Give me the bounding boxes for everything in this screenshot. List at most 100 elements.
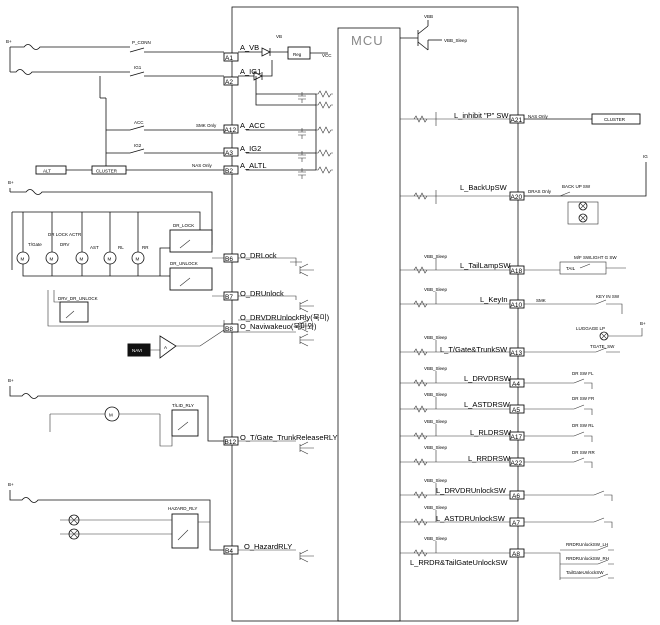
hazard-lamps bbox=[68, 514, 80, 540]
lock-actuator-motors: M M M M M bbox=[16, 251, 145, 265]
bplus-tlid: B+ bbox=[8, 378, 14, 383]
alt-box bbox=[35, 165, 67, 175]
alt-label: ALT bbox=[43, 169, 51, 174]
ig-right-label: IG bbox=[643, 154, 648, 159]
backup-sw-label: BACK UP SW bbox=[562, 184, 591, 189]
pconn-switch bbox=[129, 47, 145, 53]
output-driver-transistors bbox=[238, 257, 314, 563]
dras-only-label: DRAS Only bbox=[528, 189, 552, 194]
dr-unlock-label: DR_UNLOCK bbox=[170, 261, 198, 266]
signal-l-rldrsw: L_RLDRSW bbox=[470, 428, 512, 437]
pin-a7: A7 bbox=[512, 520, 520, 527]
pin-a2: A2 bbox=[225, 79, 233, 86]
svg-text:VBB_Sleep: VBB_Sleep bbox=[424, 536, 448, 541]
fuse-dl bbox=[10, 189, 213, 245]
diode-vb bbox=[238, 47, 288, 57]
bplus-right: B+ bbox=[640, 321, 646, 326]
tlid-rly-label: T/LID_RLY bbox=[172, 403, 194, 408]
key-in-sw-label: KEY IN SW bbox=[596, 294, 620, 299]
fuse-1 bbox=[10, 44, 130, 50]
left-pin-boxes bbox=[223, 52, 239, 555]
svg-text:VBB_Sleep: VBB_Sleep bbox=[424, 419, 448, 424]
svg-text:DR SW RR: DR SW RR bbox=[572, 450, 595, 455]
signal-a-ig2: A_IG2 bbox=[240, 144, 261, 153]
nas-only-right: NAS Only bbox=[528, 114, 549, 119]
pin-b2: B2 bbox=[225, 168, 233, 175]
reg-label: Reg bbox=[293, 52, 302, 57]
backup-lamps bbox=[567, 201, 599, 225]
mf-swlight-label: M/F SWLIGHT G SW bbox=[574, 255, 617, 260]
caps-left bbox=[298, 92, 306, 179]
tlid-relay bbox=[171, 409, 199, 437]
pin-a18: A18 bbox=[511, 268, 523, 275]
signal-a-altl: A_ALTL bbox=[240, 161, 267, 170]
pin-b7: B7 bbox=[225, 294, 233, 301]
pin-b4: B4 bbox=[225, 548, 233, 555]
navi-a-label: A bbox=[164, 345, 167, 350]
signal-a-ig1: A_IG1 bbox=[240, 67, 261, 76]
signal-l-drvdrunlocksw: L_DRVDRUnlockSW bbox=[436, 486, 507, 495]
pin-a4: A4 bbox=[512, 381, 520, 388]
pin-b12: B12 bbox=[225, 439, 237, 446]
signal-l-backupsw: L_BackUpSW bbox=[460, 183, 508, 192]
vb-label: VB bbox=[276, 34, 282, 39]
tail-label: TAIL bbox=[566, 266, 576, 271]
mcu-inner-block bbox=[337, 27, 401, 622]
svg-text:DR SW FL: DR SW FL bbox=[572, 371, 594, 376]
dr-lock-relay bbox=[169, 229, 213, 253]
pin-a3: A3 bbox=[225, 150, 233, 157]
diode-ig1 bbox=[238, 60, 273, 81]
nas-only-label: NAS Only bbox=[192, 163, 213, 168]
mcu-title: MCU bbox=[351, 33, 384, 48]
signal-l-rrdr-tailgate: L_RRDR&TailGateUnlockSW bbox=[410, 558, 508, 567]
svg-text:M: M bbox=[21, 257, 25, 262]
tgate-label: T/Gate bbox=[28, 242, 42, 247]
svg-text:M: M bbox=[109, 413, 113, 418]
smk-only-label: SMK Only bbox=[196, 123, 217, 128]
pin-b6: B6 bbox=[225, 256, 233, 263]
signal-l-tgate-trunksw: L_T/Gate&TrunkSW bbox=[440, 345, 508, 354]
signal-l-rrdrsw: L_RRDRSW bbox=[468, 454, 511, 463]
svg-text:VBB_Sleep: VBB_Sleep bbox=[424, 445, 448, 450]
fuse-2 bbox=[10, 69, 130, 75]
rr-label: RR bbox=[142, 245, 149, 250]
pin-a21: A21 bbox=[511, 117, 523, 124]
signal-l-keyin: L_KeyIn bbox=[480, 295, 508, 304]
svg-text:M: M bbox=[136, 257, 140, 262]
mcu-left-bus bbox=[246, 76, 317, 171]
navi-label: NAVI bbox=[132, 348, 142, 353]
signal-l-inhibit: L_inhibit "P" SW bbox=[454, 111, 509, 120]
signal-o-drunlock: O_DRUnlock bbox=[240, 289, 284, 298]
bplus-top: B+ bbox=[6, 39, 12, 44]
dr-lock-actr-label: DR LOCK ACTR bbox=[48, 232, 82, 237]
bplus-hazard: B+ bbox=[8, 482, 14, 487]
tlid-power bbox=[9, 386, 224, 442]
input-resistors-left bbox=[316, 90, 333, 174]
rl-label: RL bbox=[118, 245, 124, 250]
vbb-label: VBB bbox=[424, 14, 433, 19]
pin-a6: A6 bbox=[512, 493, 520, 500]
svg-text:VBB_Sleep: VBB_Sleep bbox=[424, 254, 448, 259]
pin-a22: A22 bbox=[511, 460, 523, 467]
dr-lock-label: DR_LOCK bbox=[173, 223, 194, 228]
ig1-label: IG1 bbox=[134, 65, 142, 70]
drv-dr-unlock-label: DRV_DR_UNLOCK bbox=[58, 296, 98, 301]
navi-triangle bbox=[159, 335, 177, 359]
svg-text:VBB_Sleep: VBB_Sleep bbox=[424, 392, 448, 397]
drv-dr-unlock-relay bbox=[59, 301, 89, 323]
svg-text:M: M bbox=[108, 257, 112, 262]
svg-text:VBB_Sleep: VBB_Sleep bbox=[424, 335, 448, 340]
cluster-left-label: CLUSTER bbox=[96, 169, 118, 174]
pin-a13: A13 bbox=[511, 350, 523, 357]
signal-l-astdrsw: L_ASTDRSW bbox=[464, 400, 511, 409]
signal-o-tgate-trunk: O_T/Gate_TrunkReleaseRLY bbox=[240, 433, 338, 442]
right-pin-boxes bbox=[509, 114, 525, 558]
cluster-right-label: CLUSTER bbox=[604, 117, 626, 122]
svg-text:DR SW RL: DR SW RL bbox=[572, 423, 594, 428]
ig2-switch bbox=[106, 148, 224, 154]
drv-label: DRV bbox=[60, 242, 69, 247]
hazard-power bbox=[9, 490, 224, 551]
ig1-switch bbox=[129, 71, 145, 77]
pin-b8: B8 bbox=[225, 326, 233, 333]
